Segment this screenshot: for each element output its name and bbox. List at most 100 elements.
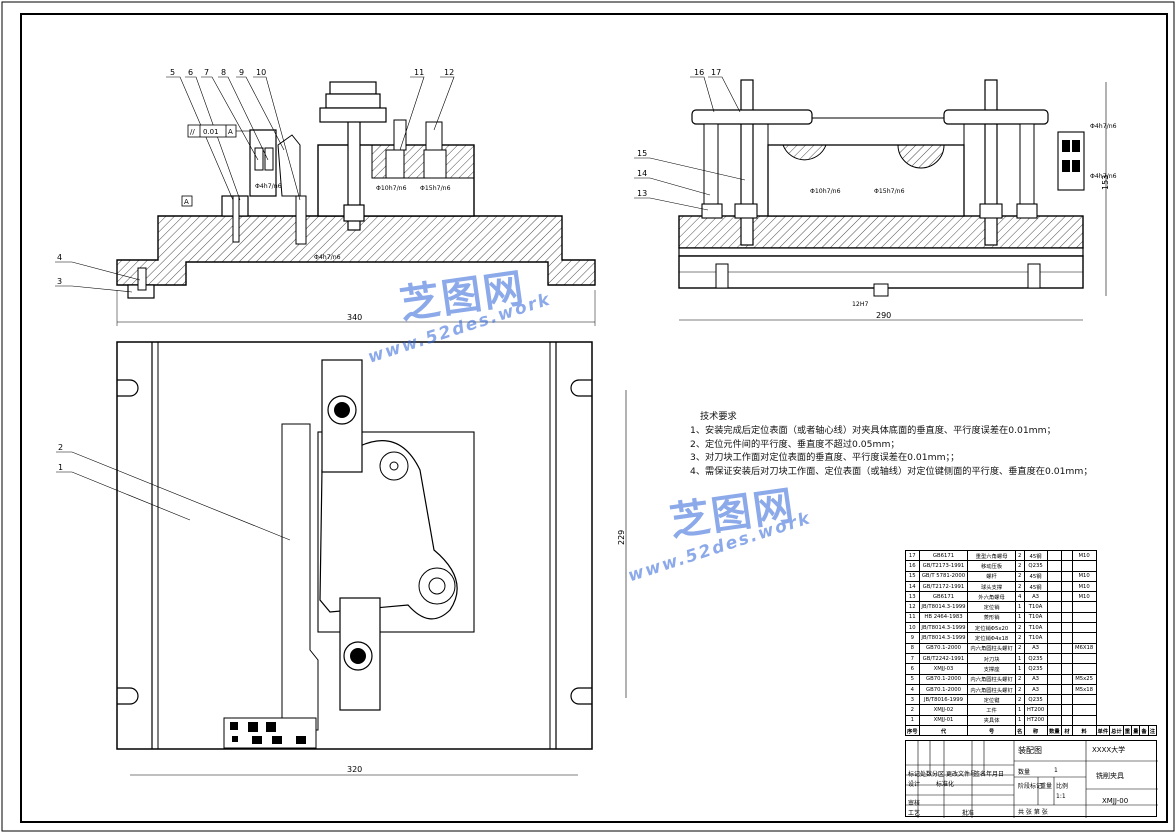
bom-header-cell: 总计 (1109, 725, 1124, 737)
bom-cell: 5 (905, 673, 920, 685)
bom-cell (1061, 591, 1073, 603)
bom-cell: 1 (1014, 714, 1025, 727)
bom-cell: 4 (905, 683, 920, 696)
bom-cell (1071, 663, 1097, 675)
bom-cell (1046, 601, 1063, 613)
bom-header-cell: 单件 (1095, 725, 1111, 737)
bom-cell (1046, 560, 1063, 572)
bom-cell: 菱形销 (967, 611, 1016, 624)
bom-cell: 4 (1014, 591, 1025, 603)
bom-cell: GB/T2172-1991 (918, 580, 969, 593)
bom-cell (1061, 673, 1073, 685)
dim-plan-height: 229 (617, 530, 626, 545)
bom-cell: 1 (1014, 611, 1025, 624)
callout-4: 4 (57, 253, 62, 262)
bom-cell (1061, 683, 1073, 696)
bom-cell: 2 (1014, 622, 1025, 634)
bom-header-cell: 重 (1122, 725, 1133, 737)
technical-requirements: 技术要求 1、安装完成后定位表面（或者轴心线）对夹具体底面的垂直度、平行度误差在… (690, 410, 1160, 479)
bom-cell: T10A (1023, 622, 1048, 634)
bom-cell: 内六角圆柱头螺钉 (967, 642, 1016, 654)
bom-cell (1046, 632, 1063, 644)
bom-cell (1046, 694, 1063, 706)
tb-label-count: 处数 (920, 771, 933, 778)
tb-label-date: 年月日 (986, 771, 1005, 778)
bom-cell: 17 (905, 549, 920, 562)
callout-8: 8 (221, 68, 226, 77)
bom-cell (1046, 683, 1063, 696)
tb-label-mark: 标记 (908, 771, 921, 778)
bom-cell: GB70.1-2000 (918, 642, 969, 654)
callout-13: 13 (637, 189, 647, 198)
bom-cell (1071, 632, 1097, 644)
bom-header-cell: 称 (1023, 725, 1048, 737)
bom-cell (1046, 580, 1063, 593)
bom-header-cell: 材 (1061, 725, 1073, 737)
callout-14: 14 (637, 169, 647, 178)
bom-cell: 2 (905, 704, 920, 716)
sheet-count: 共 张 第 张 (1018, 809, 1048, 816)
bom-cell: 定位销Φ4x18 (967, 632, 1016, 644)
bom-cell: 1 (1014, 704, 1025, 716)
bom-cell (1061, 704, 1073, 716)
bom-cell: Q235 (1023, 694, 1048, 706)
bom-header-cell: 数量 (1046, 725, 1063, 737)
bom-cell: 2 (1014, 560, 1025, 572)
side-view: 16 17 15 14 13 Φ10h7/n6 Φ15h7/n6 Φ4h7/n6… (634, 68, 1117, 321)
bom-cell (1061, 663, 1073, 675)
bom-cell (1071, 622, 1097, 634)
title-school: XXXX大学 (1092, 746, 1126, 754)
dim-front-width: 340 (347, 313, 362, 322)
callout-1: 1 (58, 463, 63, 472)
bom-cell: 2 (1014, 632, 1025, 644)
bom-cell: Q235 (1023, 652, 1048, 665)
bom-cell: 45钢 (1023, 570, 1048, 582)
tolerance-symbol: // (190, 128, 195, 136)
bom-cell: GB70.1-2000 (918, 673, 969, 685)
bom-cell (1046, 611, 1063, 624)
tb-label-sign: 签名 (974, 771, 987, 778)
dim-plan-width: 320 (347, 765, 362, 774)
bom-cell: XMJJ-03 (918, 663, 969, 675)
datum-flag: A (184, 198, 189, 206)
callout-5: 5 (170, 68, 175, 77)
front-fits: Φ4h7/n6 Φ10h7/n6 Φ15h7/n6 Φ4h7/n6 (255, 183, 451, 261)
bom-cell (1071, 714, 1097, 727)
title-assembly: 装配图 (1018, 746, 1042, 755)
callout-12: 12 (444, 68, 454, 77)
bom-cell: 定位键 (967, 694, 1016, 706)
title-block-lines (906, 741, 1158, 818)
qty-value: 1 (1054, 767, 1058, 774)
callout-2: 2 (58, 443, 63, 452)
bom-cell: HB 2464-1983 (918, 611, 969, 624)
fit-f1: Φ4h7/n6 (255, 183, 282, 190)
bom-cell: XMJJ-02 (918, 704, 969, 716)
bom-cell (1046, 663, 1063, 675)
note-item-2: 2、定位元件间的平行度、垂直度不超过0.05mm； (690, 438, 900, 450)
bom-cell: M10 (1071, 570, 1097, 582)
bom-cell (1046, 652, 1063, 665)
bom-cell: Q235 (1023, 663, 1048, 675)
callout-7: 7 (204, 68, 209, 77)
callout-3: 3 (57, 277, 62, 286)
bom-cell: GB70.1-2000 (918, 683, 969, 696)
bom-cell: GB/T 5781-2000 (918, 570, 969, 582)
callout-16: 16 (694, 68, 704, 77)
bom-cell: 1 (1014, 652, 1025, 665)
bom-cell: 2 (1014, 580, 1025, 593)
side-base-plate (678, 215, 1084, 249)
tb-label-process: 工艺 (908, 810, 921, 817)
side-fits: Φ10h7/n6 Φ15h7/n6 Φ4h7/n6 Φ4h7/n6 12H7 (810, 123, 1117, 308)
bom-cell: 45钢 (1023, 549, 1048, 562)
fit-f5: Φ10h7/n6 (810, 188, 841, 195)
